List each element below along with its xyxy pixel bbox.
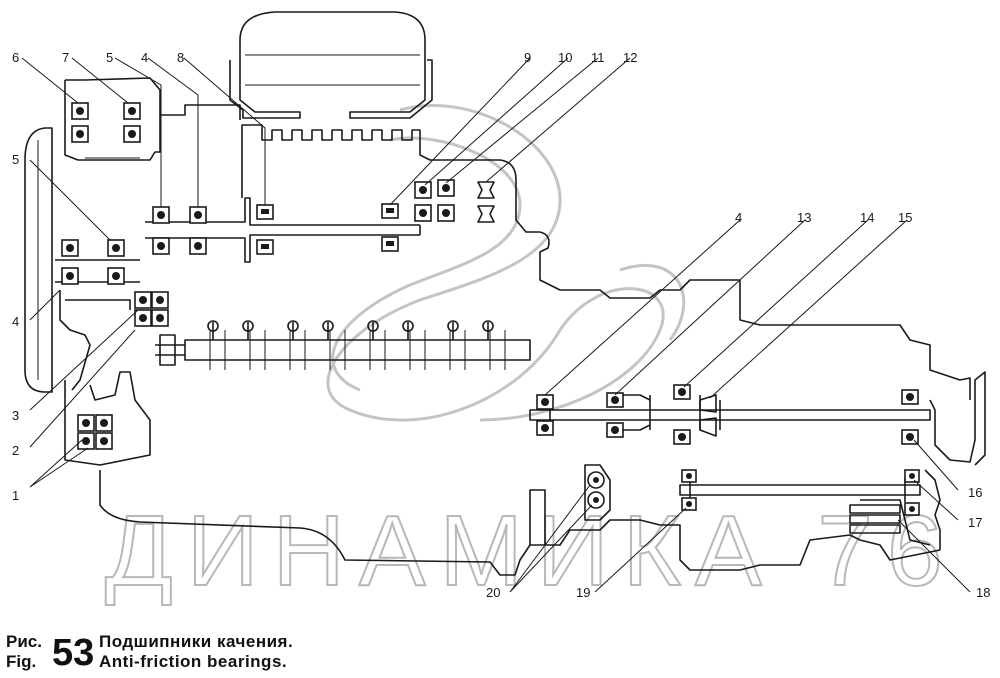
figure-number: 53 xyxy=(52,632,95,674)
callout-8: 8 xyxy=(177,50,184,65)
callout-3: 3 xyxy=(12,408,19,423)
callout-4-right: 4 xyxy=(735,210,742,225)
watermark-text: ДИНАМИКА 76 xyxy=(105,495,957,607)
callout-7: 7 xyxy=(62,50,69,65)
caption-ru-title: Подшипники качения. xyxy=(99,632,294,651)
callout-10: 10 xyxy=(558,50,572,65)
callout-18: 18 xyxy=(976,585,990,600)
callout-19: 19 xyxy=(576,585,590,600)
callout-4-left: 4 xyxy=(12,314,19,329)
callout-5-top: 5 xyxy=(106,50,113,65)
callout-6: 6 xyxy=(12,50,19,65)
callout-5-left: 5 xyxy=(12,152,19,167)
callout-15: 15 xyxy=(898,210,912,225)
callout-1: 1 xyxy=(12,488,19,503)
callout-4-top: 4 xyxy=(141,50,148,65)
caption-ru-prefix: Рис. xyxy=(6,632,42,651)
callout-12: 12 xyxy=(623,50,637,65)
callout-11: 11 xyxy=(591,50,605,65)
callout-17: 17 xyxy=(968,515,982,530)
shafts xyxy=(55,197,931,534)
callout-13: 13 xyxy=(797,210,811,225)
bearings xyxy=(61,102,920,516)
callout-14: 14 xyxy=(860,210,874,225)
engine-outline xyxy=(24,11,986,576)
callout-2: 2 xyxy=(12,443,19,458)
gear-stack xyxy=(849,504,901,534)
callout-16: 16 xyxy=(968,485,982,500)
callout-20: 20 xyxy=(486,585,500,600)
caption-en-title: Anti-friction bearings. xyxy=(99,652,288,671)
callout-labels: 1 2 3 4 5 6 7 5 4 8 9 10 11 12 4 13 14 1… xyxy=(12,50,990,600)
leader-lines xyxy=(21,57,971,593)
callout-9: 9 xyxy=(524,50,531,65)
connecting-rods xyxy=(207,320,494,340)
caption-en-prefix: Fig. xyxy=(6,652,37,671)
watermark-logo xyxy=(326,104,686,422)
